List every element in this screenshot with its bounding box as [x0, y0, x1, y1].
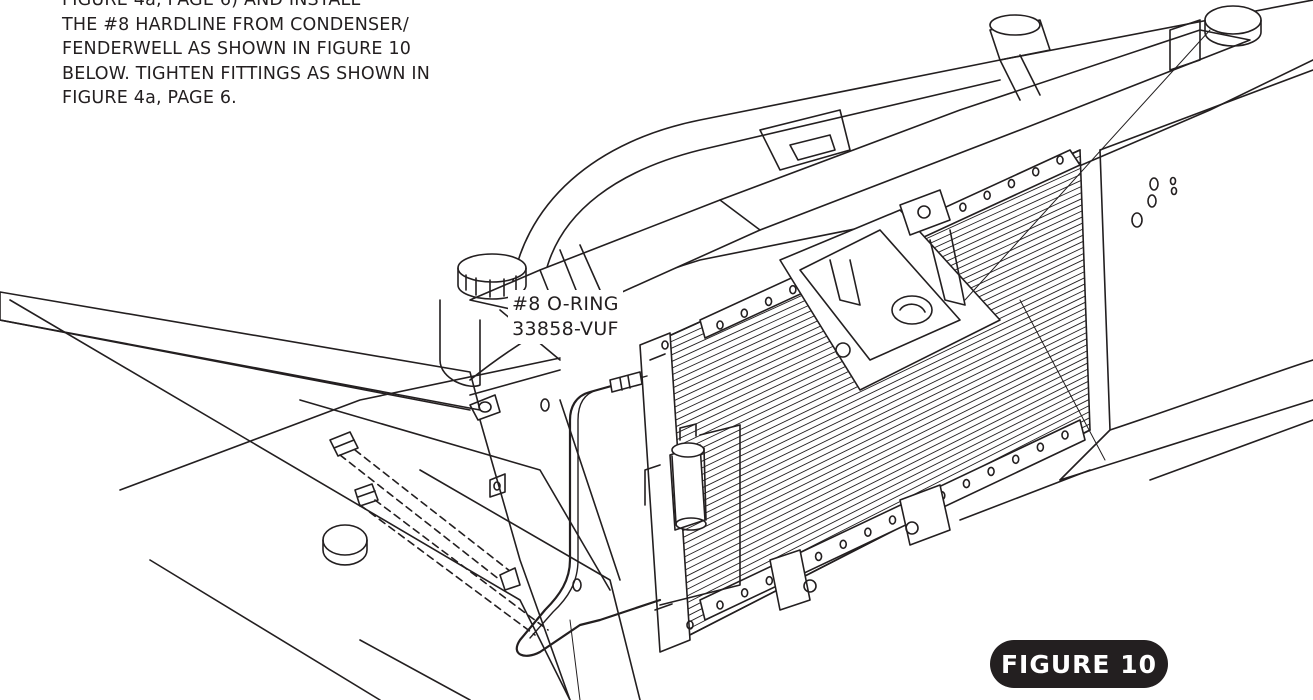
rail-hole	[987, 466, 995, 477]
rail-hole	[1056, 155, 1064, 165]
callout-part-number: 33858-VUF	[512, 318, 619, 340]
rail-hole	[983, 190, 991, 201]
condenser-left-tank	[639, 332, 694, 653]
radiator-cap	[457, 253, 527, 300]
condenser-fin	[674, 356, 1088, 563]
rail-hole	[1007, 178, 1016, 189]
lower-mount-brackets	[769, 484, 951, 611]
exploded-fittings	[329, 398, 582, 636]
condenser-fin	[675, 374, 1089, 582]
condenser-fin	[673, 338, 1088, 543]
rail-hole	[839, 539, 848, 550]
right-frame-rail	[959, 69, 1313, 521]
instruction-line: FENDERWELL AS SHOWN IN FIGURE 10	[62, 39, 412, 59]
condenser-fin	[669, 289, 1086, 491]
rail-hole	[959, 202, 967, 212]
rail-hole	[765, 575, 774, 586]
overflow-caps	[989, 5, 1262, 71]
condenser-fin	[673, 344, 1088, 550]
rail-hole	[1011, 454, 1020, 465]
hardline-8	[515, 371, 662, 657]
condenser-fin	[676, 380, 1089, 589]
rail-hole	[716, 600, 724, 610]
figure-label: FIGURE 10	[990, 640, 1168, 688]
rail-hole	[740, 588, 749, 598]
leader-lines	[569, 29, 1211, 700]
instruction-line: FIGURE 4a, PAGE 6.	[62, 88, 237, 108]
condenser-fin	[675, 368, 1089, 576]
condenser-fin	[669, 283, 1086, 484]
fender-panel	[0, 291, 641, 700]
condenser-fin	[671, 319, 1087, 524]
o-ring-callout: #8 O-RING 33858-VUF	[508, 290, 623, 344]
rail-hole	[1036, 442, 1045, 452]
rail-hole	[1031, 166, 1040, 177]
rail-hole	[962, 478, 971, 489]
callout-part-name: #8 O-RING	[512, 293, 619, 315]
rail-hole	[740, 308, 749, 319]
instruction-line: THE #8 HARDLINE FROM CONDENSER/	[62, 14, 410, 35]
rail-hole	[864, 527, 872, 537]
instruction-line: FIGURE 4a, PAGE 6) AND INSTALL	[62, 0, 361, 10]
condenser-fin	[672, 332, 1087, 537]
condenser-fin	[676, 393, 1090, 602]
instruction-text: FIGURE 4a, PAGE 6) AND INSTALL THE #8 HA…	[62, 0, 430, 111]
instruction-line: BELOW. TIGHTEN FITTINGS AS SHOWN IN	[62, 63, 431, 84]
condenser-mount-bracket	[779, 189, 1001, 391]
rail-hole	[888, 515, 897, 525]
condenser-fin	[676, 386, 1089, 595]
rail-hole	[814, 551, 823, 562]
condenser-fin	[674, 362, 1089, 569]
receiver-drier	[644, 423, 741, 606]
condenser-fin	[677, 399, 1090, 608]
rail-hole	[1061, 430, 1069, 440]
condenser-fin	[673, 350, 1088, 556]
rail-hole	[716, 320, 724, 330]
rail-hole	[789, 284, 797, 295]
condenser-fin	[672, 326, 1087, 530]
rail-hole	[764, 296, 773, 307]
